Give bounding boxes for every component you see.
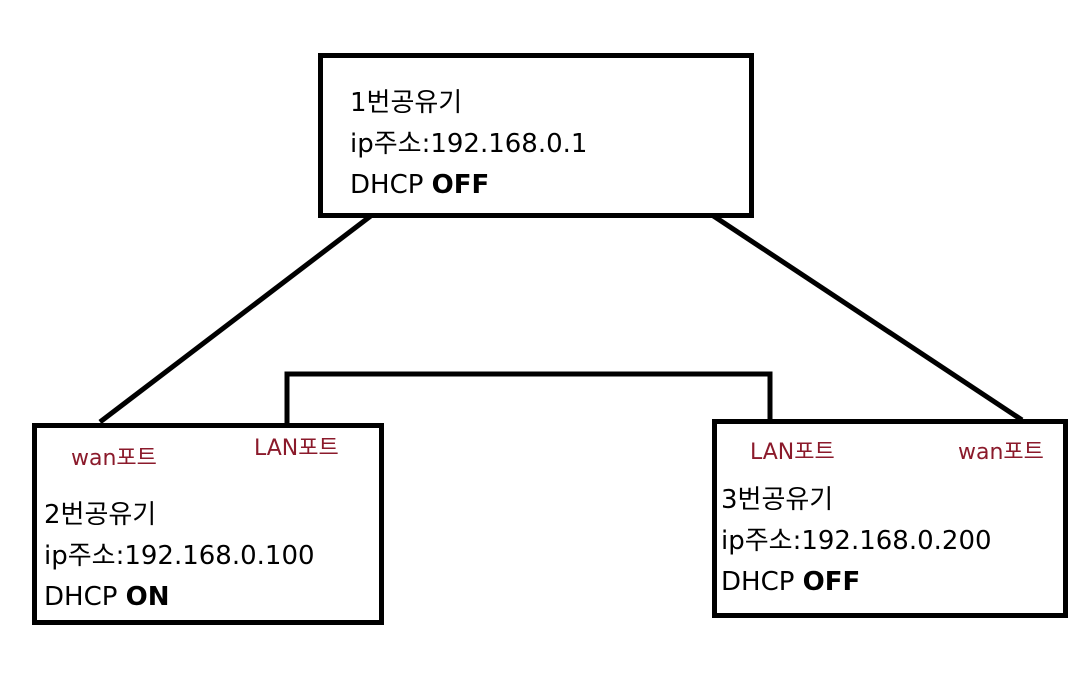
router-1-dhcp-label: DHCP <box>350 170 424 200</box>
router-1-text: 1번공유기 ip주소:192.168.0.1 DHCP OFF <box>350 83 587 206</box>
router-2-dhcp-state: ON <box>125 582 170 612</box>
router-2-dhcp-label: DHCP <box>44 582 118 612</box>
router-1-box <box>318 53 754 218</box>
link-router1-router2-wan <box>98 213 374 424</box>
link-router1-router3-wan <box>710 212 1024 423</box>
router-2-name: 2번공유기 <box>44 500 157 530</box>
router-1-dhcp-state: OFF <box>431 170 490 200</box>
router-2-wan-port-label: wan포트 <box>71 446 157 471</box>
router-2-text: 2번공유기 ip주소:192.168.0.100 DHCP ON <box>44 495 315 618</box>
router-3-name: 3번공유기 <box>721 485 834 515</box>
router-2-lan-port-label: LAN포트 <box>254 436 339 461</box>
router-3-dhcp-state: OFF <box>802 567 861 597</box>
router-1-dhcp: DHCP OFF <box>350 165 587 206</box>
router-3-box <box>712 419 1068 618</box>
router-1-name: 1번공유기 <box>350 88 463 118</box>
router-3-dhcp-label: DHCP <box>721 567 795 597</box>
router-1-ip: ip주소:192.168.0.1 <box>350 129 588 159</box>
router-3-ip: ip주소:192.168.0.200 <box>721 526 992 556</box>
router-2-dhcp: DHCP ON <box>44 577 315 618</box>
router-3-wan-port-label: wan포트 <box>958 440 1044 465</box>
router-3-text: 3번공유기 ip주소:192.168.0.200 DHCP OFF <box>721 480 992 603</box>
router-2-box <box>32 423 384 625</box>
router-3-lan-port-label: LAN포트 <box>750 440 835 465</box>
link-router2-router3-lan <box>284 371 773 425</box>
router-2-ip: ip주소:192.168.0.100 <box>44 541 315 571</box>
router-3-dhcp: DHCP OFF <box>721 562 992 603</box>
